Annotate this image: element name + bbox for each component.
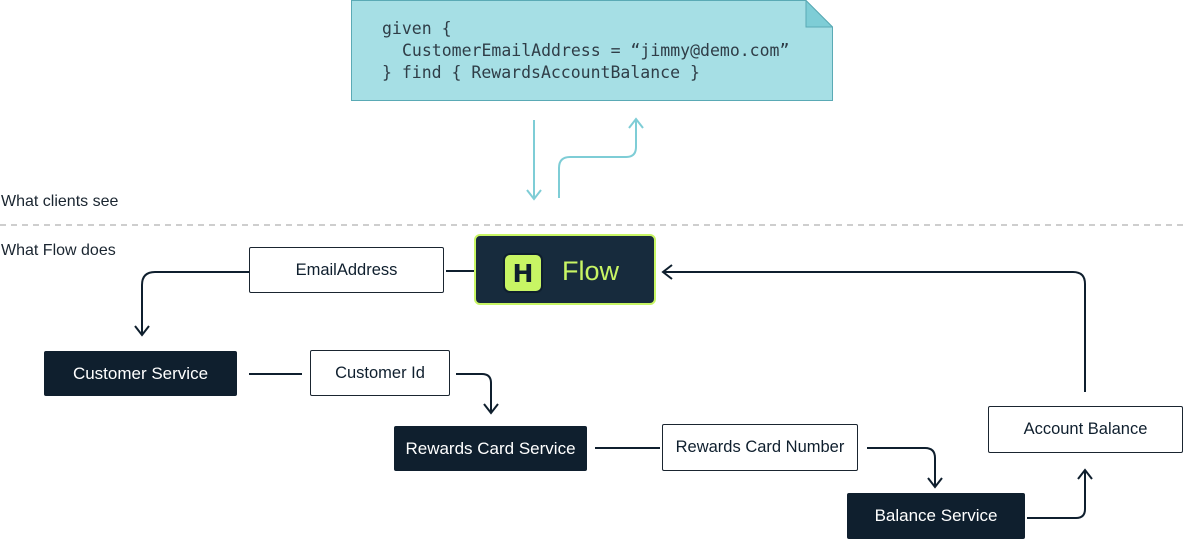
customer-id-label: Customer Id xyxy=(335,363,425,382)
email-address-box: EmailAddress xyxy=(249,247,444,293)
flow-hub: H Flow xyxy=(474,234,656,305)
account-balance-to-flow-arrow xyxy=(661,264,1086,392)
rewards-number-to-balance-arrow xyxy=(867,447,943,489)
query-line-condition: CustomerEmailAddress = “jimmy@demo.com” xyxy=(402,41,790,60)
rewards-card-number-box: Rewards Card Number xyxy=(662,424,858,471)
flow-does-label: What Flow does xyxy=(1,242,116,259)
customer-id-box: Customer Id xyxy=(310,350,450,396)
flow-logo-icon: H xyxy=(503,253,543,293)
email-address-label: EmailAddress xyxy=(295,260,398,279)
clients-see-label: What clients see xyxy=(1,193,119,210)
query-note: given { CustomerEmailAddress = “jimmy@dem… xyxy=(351,0,833,101)
balance-service-label: Balance Service xyxy=(874,506,998,525)
customer-id-to-rewards-arrow xyxy=(456,373,499,415)
query-line-given: given { xyxy=(382,19,452,38)
account-balance-box: Account Balance xyxy=(988,406,1183,453)
balance-service-to-account-balance-arrow xyxy=(1027,468,1093,519)
rewards-card-number-label: Rewards Card Number xyxy=(675,438,845,456)
email-to-customer-service-arrow xyxy=(134,271,249,337)
query-code: given { CustomerEmailAddress = “jimmy@dem… xyxy=(382,18,789,84)
response-arrow xyxy=(558,117,644,198)
customer-service-box: Customer Service xyxy=(44,351,237,396)
rewards-card-service-box: Rewards Card Service xyxy=(394,426,587,471)
query-line-find: } find { RewardsAccountBalance } xyxy=(382,63,700,82)
customer-service-label: Customer Service xyxy=(72,363,209,383)
balance-service-box: Balance Service xyxy=(847,493,1025,539)
rewards-card-service-label: Rewards Card Service xyxy=(405,438,576,458)
note-shape xyxy=(351,0,833,101)
account-balance-label: Account Balance xyxy=(1023,420,1148,438)
request-arrow xyxy=(526,120,542,201)
flow-hub-name: Flow xyxy=(562,256,620,286)
